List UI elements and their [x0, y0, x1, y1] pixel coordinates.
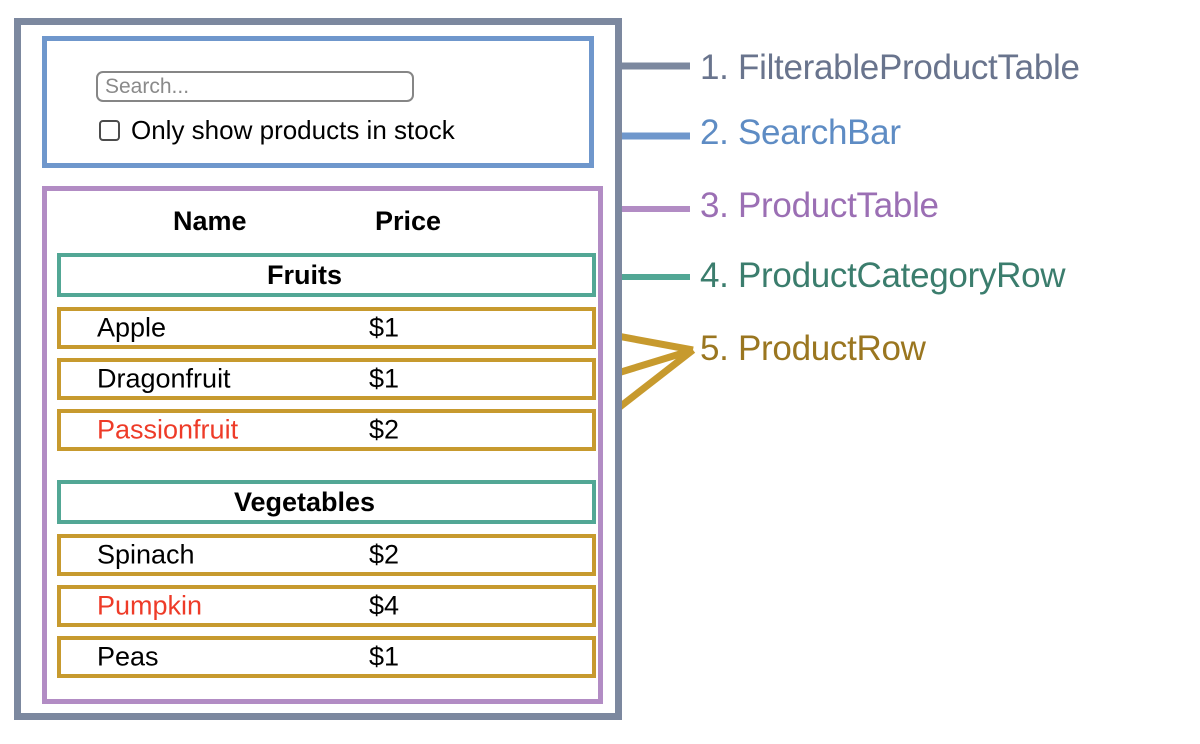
product-price: $4: [369, 590, 400, 621]
product-table-header: Name Price: [57, 199, 588, 243]
product-name: Spinach: [97, 539, 195, 570]
product-row[interactable]: Pumpkin $4: [57, 585, 596, 627]
legend-label-product-row: 5. ProductRow: [700, 329, 926, 368]
legend-label-product-table: 3. ProductTable: [700, 186, 939, 225]
legend-label-product-category-row: 4. ProductCategoryRow: [700, 256, 1066, 295]
legend-label-filterable-product-table: 1. FilterableProductTable: [700, 48, 1080, 87]
search-input[interactable]: [96, 71, 414, 102]
legend-label-search-bar: 2. SearchBar: [700, 113, 901, 152]
product-table-body: Fruits Apple $1 Dragonfruit $1 Passionfr…: [57, 253, 596, 687]
in-stock-checkbox-label: Only show products in stock: [131, 115, 455, 145]
product-category-row-fruits: Fruits: [57, 253, 596, 297]
product-price: $1: [369, 363, 400, 394]
product-row[interactable]: Apple $1: [57, 307, 596, 349]
product-row[interactable]: Dragonfruit $1: [57, 358, 596, 400]
product-category-row-vegetables: Vegetables: [57, 480, 596, 524]
product-price: $2: [369, 414, 400, 445]
product-name: Dragonfruit: [97, 363, 231, 394]
in-stock-checkbox[interactable]: [99, 119, 120, 141]
group-separator: [57, 460, 596, 480]
search-bar-frame: Only show products in stock: [42, 36, 594, 168]
product-price: $2: [369, 539, 400, 570]
column-header-name: Name: [173, 205, 247, 236]
product-row[interactable]: Peas $1: [57, 636, 596, 678]
product-name: Peas: [97, 641, 159, 672]
product-row[interactable]: Passionfruit $2: [57, 409, 596, 451]
column-header-price: Price: [375, 205, 442, 236]
product-row[interactable]: Spinach $2: [57, 534, 596, 576]
product-name: Pumpkin: [97, 590, 203, 621]
category-label: Vegetables: [233, 486, 376, 517]
in-stock-filter[interactable]: Only show products in stock: [99, 117, 455, 143]
product-price: $1: [369, 641, 400, 672]
product-name: Apple: [97, 312, 167, 343]
category-label: Fruits: [266, 259, 342, 290]
product-name: Passionfruit: [97, 414, 239, 445]
product-table-frame: Name Price Fruits Apple $1 Dragonfruit $…: [42, 186, 603, 704]
product-price: $1: [369, 312, 400, 343]
